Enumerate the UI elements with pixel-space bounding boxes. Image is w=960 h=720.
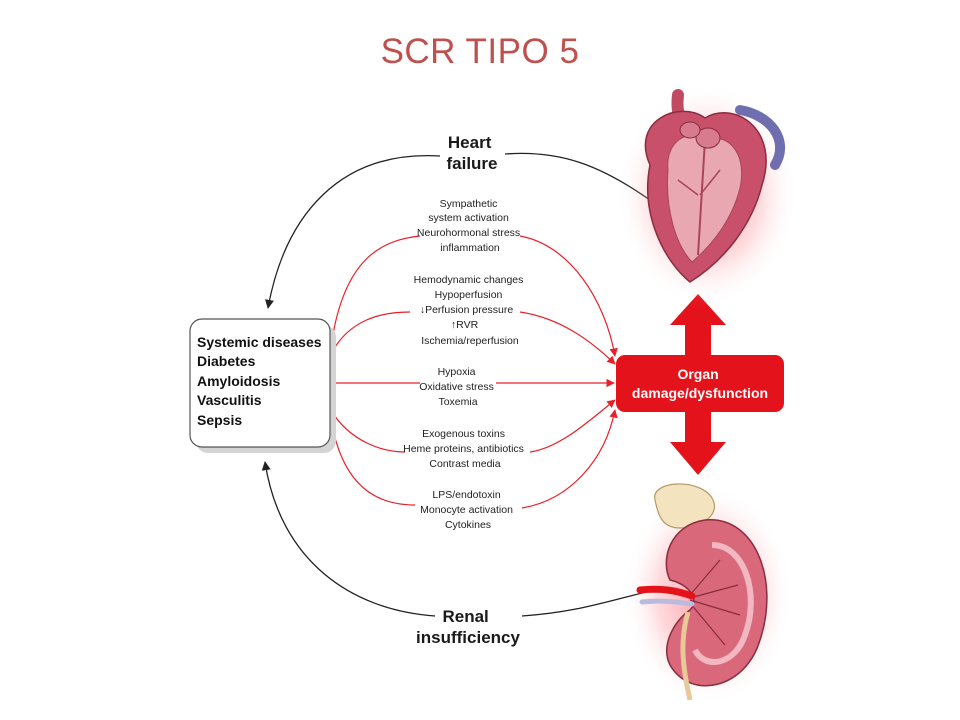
mechanism-group-5: LPS/endotoxin Monocyte activation Cytoki…: [420, 489, 516, 531]
kidney-icon: [623, 483, 793, 705]
slide-title: SCR TIPO 5: [380, 32, 580, 71]
red-arc-4-in: [331, 411, 406, 453]
heart-failure-label: Heart failure: [446, 133, 497, 173]
mechanism-group-4: Exogenous toxins Heme proteins, antibiot…: [403, 428, 527, 470]
double-arrow-icon: [670, 294, 726, 475]
svg-text:Organ damage/dysfunction: Organ damage/dysfunction: [632, 366, 768, 401]
arc-renal-to-systemic: [261, 461, 436, 617]
red-arc-1-in: [331, 235, 421, 341]
red-arc-1-out: [519, 235, 618, 357]
arc-heart-to-systemic: [265, 155, 441, 309]
renal-insufficiency-label: Renal insufficiency: [416, 607, 520, 647]
red-arc-4-out: [529, 399, 616, 453]
red-arc-5-out: [521, 409, 618, 509]
red-arc-2-in: [331, 311, 411, 353]
heart-icon: [617, 83, 797, 307]
mechanism-group-2: Hemodynamic changes Hypoperfusion ↓Perfu…: [414, 274, 527, 347]
mechanism-group-1: Sympathetic system activation Neurohormo…: [417, 198, 523, 254]
red-arc-5-in: [331, 424, 416, 506]
red-arc-2-out: [519, 311, 616, 365]
organ-damage-box: Organ damage/dysfunction: [616, 355, 784, 412]
mechanism-group-3: Hypoxia Oxidative stress Toxemia: [419, 366, 497, 408]
systemic-diseases-box: Systemic diseases Diabetes Amyloidosis V…: [189, 318, 336, 453]
systemic-diseases-list: Systemic diseases Diabetes Amyloidosis V…: [197, 334, 325, 428]
